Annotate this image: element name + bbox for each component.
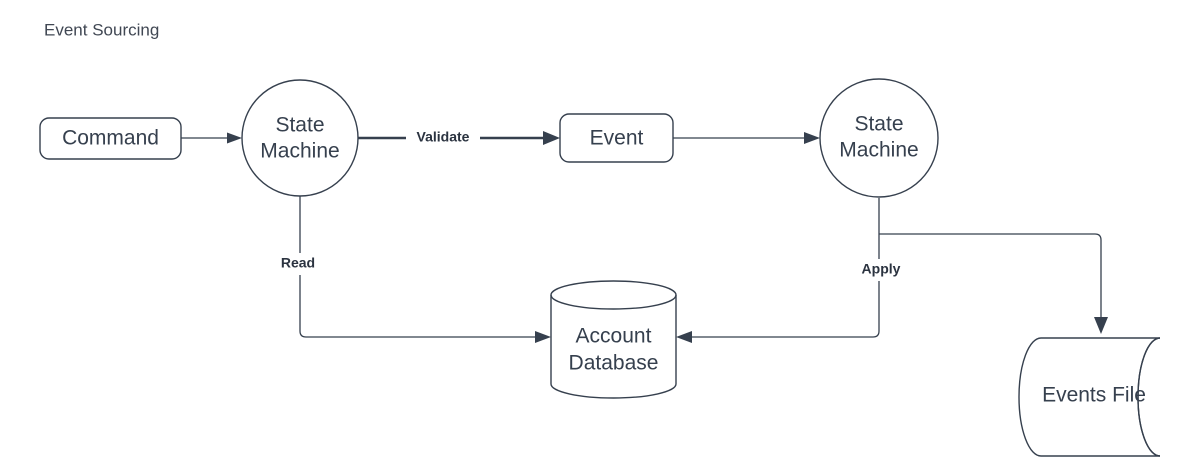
arrowhead-icon <box>535 331 551 343</box>
edge-state-machine-to-database-read: Read <box>268 196 551 343</box>
page-title: Event Sourcing <box>44 20 159 39</box>
edge-label-backdrop <box>406 127 480 149</box>
edge-label-apply: Apply <box>862 261 901 277</box>
arrowhead-icon <box>227 132 242 144</box>
node-shape[interactable] <box>559 113 674 163</box>
node-state-machine-left[interactable]: State Machine <box>241 79 359 197</box>
edge-label-backdrop <box>851 259 911 281</box>
edge-label-backdrop <box>268 253 328 275</box>
cylinder-top-arc <box>550 294 677 310</box>
edge-label-read: Read <box>281 255 315 271</box>
arrowhead-icon <box>676 331 692 343</box>
edge-line <box>685 198 880 338</box>
edge-state-machine-right-to-database: Apply <box>676 198 911 343</box>
node-shape[interactable] <box>241 79 359 197</box>
node-label-event: Event <box>590 127 644 150</box>
arrowhead-icon <box>543 131 560 145</box>
edge-state-machine-right-to-events-file <box>879 233 1108 334</box>
edge-state-machine-to-event: Validate <box>358 127 560 149</box>
node-label-state-machine-right-line2: Machine <box>839 139 918 162</box>
node-label-state-machine-right-line1: State <box>854 113 903 136</box>
node-event[interactable]: Event <box>559 113 674 163</box>
node-shape[interactable] <box>550 280 677 399</box>
tape-side-arc <box>1137 337 1161 457</box>
edge-event-to-state-machine-right <box>673 132 820 144</box>
node-account-database[interactable]: Account Database <box>550 280 677 399</box>
node-label-events-file: Events File <box>1042 384 1146 407</box>
node-events-file[interactable]: Events File <box>1018 337 1161 457</box>
node-label-state-machine-left-line2: Machine <box>260 140 339 163</box>
node-command[interactable]: Command <box>39 117 182 160</box>
node-shape[interactable] <box>39 117 182 160</box>
arrowhead-icon <box>1094 317 1108 334</box>
node-shape[interactable] <box>819 78 939 198</box>
edge-line <box>879 233 1102 320</box>
edge-command-to-state-machine <box>181 132 242 144</box>
edge-label-validate: Validate <box>417 129 470 145</box>
arrowhead-icon <box>804 132 820 144</box>
node-label-command: Command <box>62 127 159 150</box>
node-label-state-machine-left-line1: State <box>275 114 324 137</box>
node-label-account-database-line1: Account <box>576 325 652 348</box>
node-label-account-database-line2: Database <box>569 352 659 375</box>
edge-line <box>299 196 542 338</box>
node-state-machine-right[interactable]: State Machine <box>819 78 939 198</box>
